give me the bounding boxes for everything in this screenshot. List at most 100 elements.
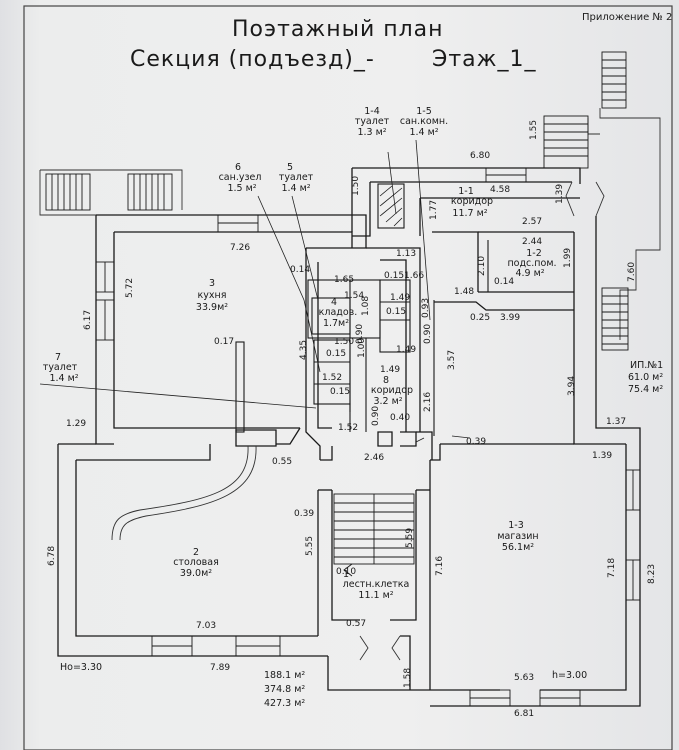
room-6-num: 6 (235, 162, 241, 173)
room-5-name: туалет (279, 172, 314, 183)
room-1-3-area: 56.1м² (502, 542, 534, 553)
height-h: h=3.00 (552, 670, 587, 681)
dim-4-35: 4.35 (299, 340, 309, 360)
room-7-num: 7 (55, 352, 61, 363)
dim-0-90-a: 0.90 (355, 324, 365, 344)
dim-0-39-a: 0.39 (466, 437, 486, 447)
sheet-frame (23, 5, 673, 750)
counter-curve (111, 445, 249, 541)
entry-stairs-right (543, 51, 627, 169)
dim-1-13: 1.13 (396, 249, 416, 259)
dim-7-89: 7.89 (210, 663, 230, 673)
room-1-2-name: подс.пом. (507, 258, 556, 269)
dim-4-58: 4.58 (490, 185, 510, 195)
dim-5-72: 5.72 (125, 278, 135, 298)
dim-7-18: 7.18 (607, 558, 617, 578)
dim-7-60: 7.60 (627, 262, 637, 282)
floor-label: Этаж_1_ (432, 47, 536, 72)
room-1-name: лестн.клетка (343, 579, 410, 590)
room-1-4-area: 1.3 м² (357, 127, 386, 138)
dim-0-57: 0.57 (346, 619, 366, 629)
room-8-num: 8 (383, 375, 389, 386)
total-area-1: 188.1 м² (264, 670, 305, 681)
dim-3-57: 3.57 (447, 350, 457, 370)
room-1-5-area: 1.4 м² (409, 127, 438, 138)
partitions (235, 183, 489, 436)
dim-1-54: 1.54 (344, 291, 364, 301)
dim-6-78: 6.78 (47, 546, 57, 566)
dim-0-40: 0.40 (390, 413, 410, 423)
ip-area-2: 75.4 м² (628, 384, 663, 395)
room-3-area: 33.9м² (196, 302, 228, 313)
room-4-num: 4 (331, 297, 337, 308)
appendix-label: Приложение № 2 (582, 12, 672, 23)
height-ho: Hо=3.30 (60, 662, 102, 673)
total-area-2: 374.8 м² (264, 684, 305, 695)
dim-1-58: 1.58 (403, 668, 413, 688)
dim-1-49-b: 1.49 (396, 345, 416, 355)
dim-2-46: 2.46 (364, 453, 384, 463)
room-1-2-num: 1-2 (526, 248, 542, 259)
room-1-2-area: 4.9 м² (515, 268, 544, 279)
dim-1-08: 1.08 (361, 296, 371, 316)
dim-1-66: 1.66 (404, 271, 424, 281)
dim-1-39-b: 1.39 (592, 451, 612, 461)
room-1-4-name: туалет (355, 116, 390, 127)
outer-boundary (39, 108, 661, 661)
room-1-5-name: сан.комн. (400, 116, 448, 127)
room-1-4-num: 1-4 (364, 106, 380, 117)
dim-5-55: 5.55 (305, 536, 315, 556)
inner-staircase (333, 493, 415, 577)
dim-2-10: 2.10 (477, 256, 487, 276)
room-2-num: 2 (193, 547, 199, 558)
room-4-area: 1.7м² (323, 318, 349, 329)
room-2-name: столовая (173, 557, 219, 568)
room-5-area: 1.4 м² (281, 183, 310, 194)
dim-2-57: 2.57 (522, 217, 542, 227)
room-5-num: 5 (287, 162, 293, 173)
windows (95, 167, 641, 707)
dim-1-50: 1.50 (351, 176, 361, 196)
ventilation-shaft (379, 185, 403, 227)
room-1-5-num: 1-5 (416, 106, 432, 117)
room-3-num: 3 (209, 278, 215, 289)
dim-6-80: 6.80 (470, 151, 490, 161)
room-4-name: кладов. (319, 307, 358, 318)
dim-1-52-b: 1.52 (338, 423, 358, 433)
dim-3-94: 3.94 (567, 376, 577, 396)
dim-0-90-b: 0.90 (423, 324, 433, 344)
dim-7-03: 7.03 (196, 621, 216, 631)
dim-1-37: 1.37 (606, 417, 626, 427)
room-1-1-name: коридор (451, 196, 493, 207)
ip-area-1: 61.0 м² (628, 372, 663, 383)
room-2-area: 39.0м² (180, 568, 212, 579)
dim-1-52-a: 1.52 (322, 373, 342, 383)
dim-7-26: 7.26 (230, 243, 250, 253)
dim-1-65: 1.65 (334, 275, 354, 285)
dim-1-77: 1.77 (429, 200, 439, 220)
room-6-area: 1.5 м² (227, 183, 256, 194)
room-1-1-num: 1-1 (458, 186, 474, 197)
room-1-3-name: магазин (497, 531, 538, 542)
dim-0-15-b: 0.15 (386, 307, 406, 317)
room-8-name: коридор (371, 385, 413, 396)
dim-6-81: 6.81 (514, 709, 534, 719)
dim-1-00: 1.00 (357, 338, 367, 358)
plan-title: Поэтажный план (232, 17, 444, 42)
dim-0-93: 0.93 (421, 298, 431, 318)
dim-1-49-a: 1.49 (390, 293, 410, 303)
dim-1-50-b: 1.50 (334, 337, 354, 347)
dim-0-10: 0.10 (336, 567, 356, 577)
dim-1-48: 1.48 (454, 287, 474, 297)
side-stairs (601, 287, 629, 351)
room-1-3-num: 1-3 (508, 520, 524, 531)
dim-8-23: 8.23 (647, 564, 657, 584)
room-3-name: кухня (198, 290, 227, 301)
leader-lines (39, 139, 471, 443)
dim-6-17: 6.17 (83, 310, 93, 330)
dim-1-29: 1.29 (66, 419, 86, 429)
dim-1-49-c: 1.49 (380, 365, 400, 375)
room-8-area: 3.2 м² (373, 396, 402, 407)
